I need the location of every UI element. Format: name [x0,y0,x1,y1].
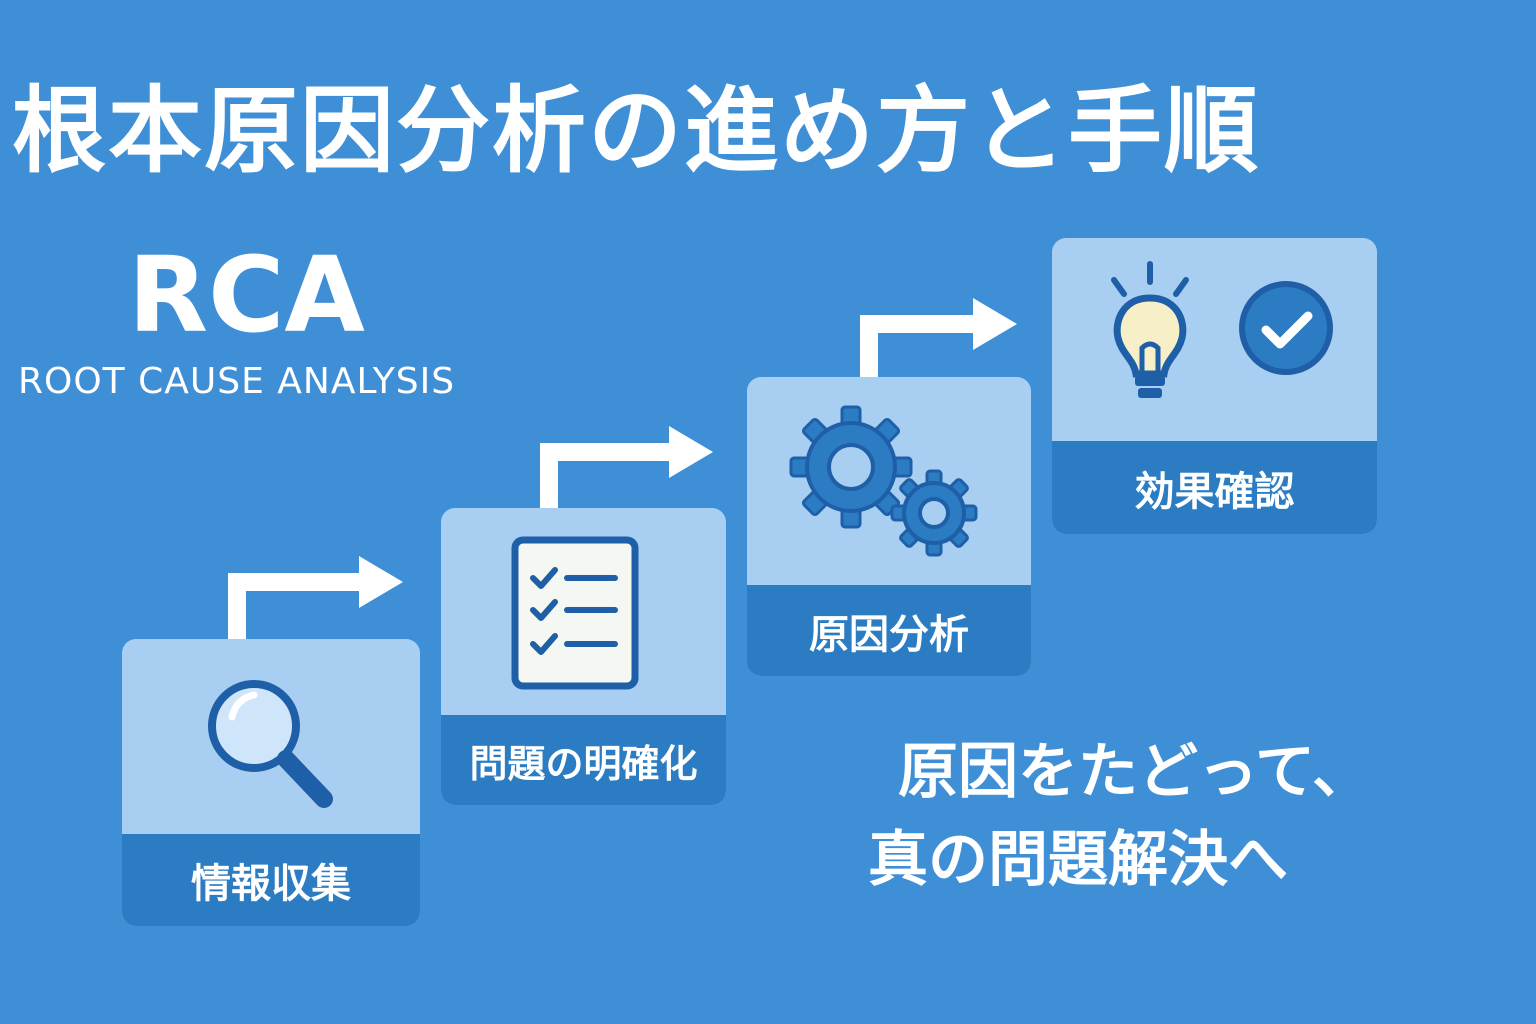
check-circle-icon [1239,281,1333,375]
step-card-info-gathering: 情報収集 [122,639,420,926]
step-card-cause-analysis: 原因分析 [747,377,1031,676]
tagline-line-2: 真の問題解決へ [868,825,1288,895]
step-label: 問題の明確化 [441,715,726,805]
lightbulb-icon [1111,261,1189,398]
page-title: 根本原因分析の進め方と手順 [12,77,1261,186]
step-arrow-2 [540,426,713,510]
step-arrow-3 [860,298,1017,380]
gears-icon [789,405,978,557]
magnifier-icon [208,680,333,808]
step-card-problem-definition: 問題の明確化 [441,508,726,805]
step-label: 原因分析 [747,585,1031,676]
step-arrow-1 [228,556,403,640]
step-label: 効果確認 [1052,441,1377,534]
acronym-full: ROOT CAUSE ANALYSIS [18,361,456,402]
tagline-line-1: 原因をたどって、 [898,737,1372,807]
step-card-effect-verification: 効果確認 [1052,238,1377,534]
acronym: RCA [128,234,365,356]
step-label: 情報収集 [122,834,420,926]
checklist-icon [511,536,639,690]
